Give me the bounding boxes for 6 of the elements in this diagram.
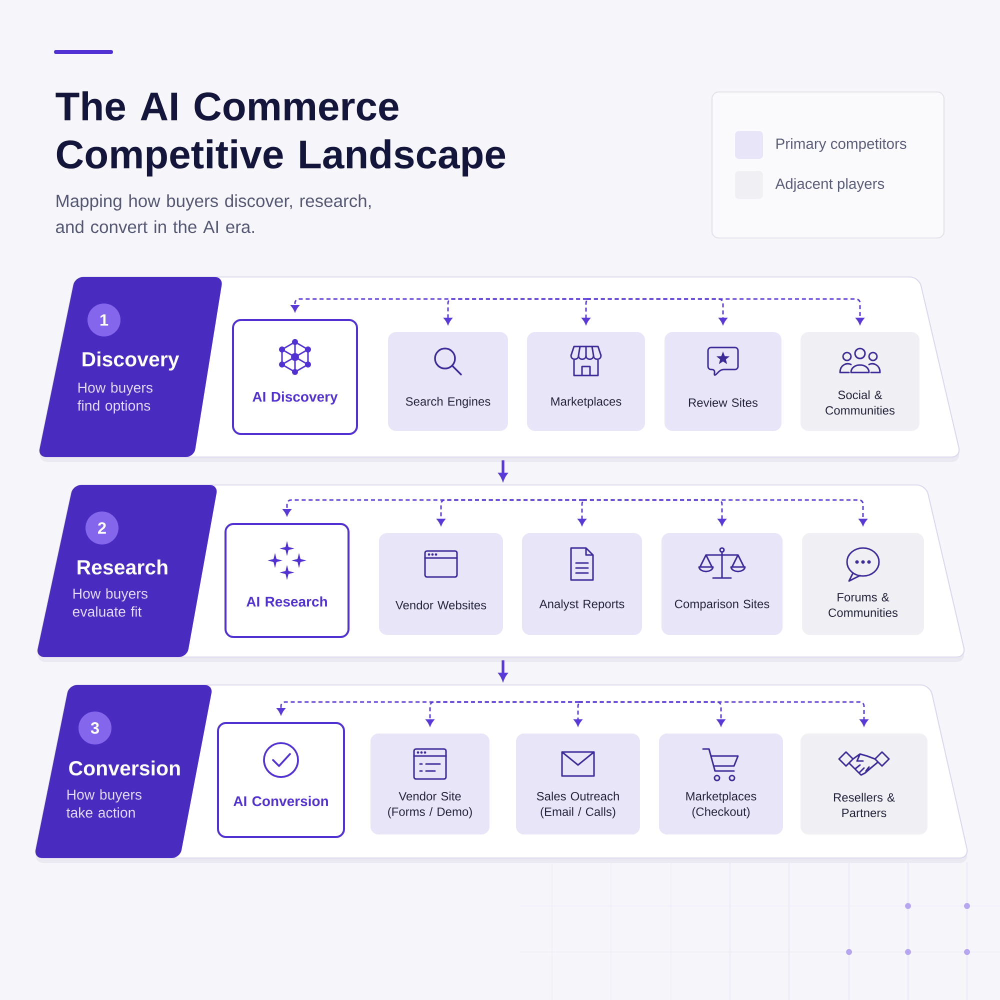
legend-label: Primary competitors bbox=[776, 138, 906, 152]
title: The AI Commerce Competitive Landscape bbox=[56, 91, 506, 177]
arrow bbox=[498, 660, 508, 681]
arrow bbox=[498, 460, 508, 481]
legend-label: Adjacent players bbox=[775, 178, 884, 192]
subtitle: Mapping how buyers discover, research, and convert in the AI era. bbox=[56, 194, 371, 234]
